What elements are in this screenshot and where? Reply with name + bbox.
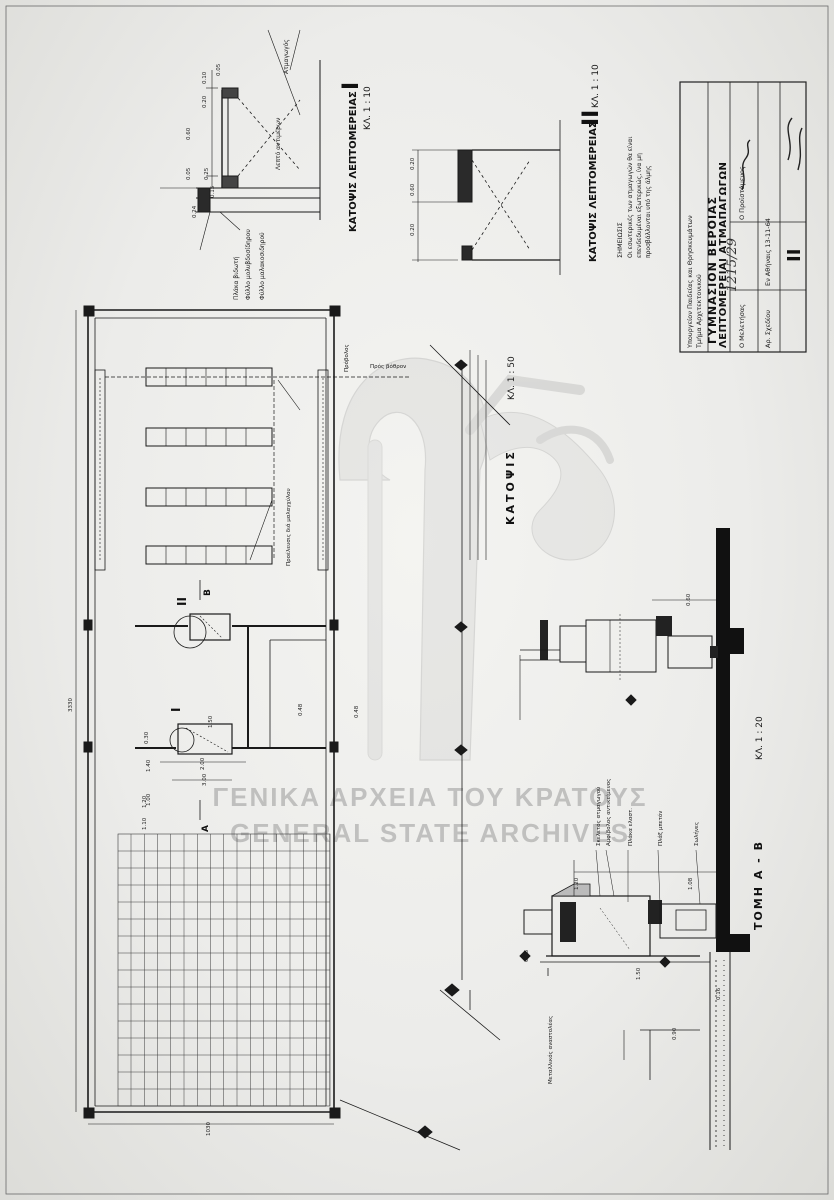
- dim-section: 1.50: [636, 967, 642, 980]
- section-label: Αμφίβολος αντικείμενος: [605, 779, 612, 846]
- dim-I-5: 0.24: [192, 205, 198, 218]
- dim-II-1: 0.60: [410, 183, 416, 196]
- steam-tray-row: [145, 367, 273, 387]
- label-fixed: Φύλλο μολυβδοσίδηρου: [245, 229, 252, 300]
- detail-II: [412, 120, 561, 275]
- label-pipe: Πρός βόθρον: [370, 363, 406, 370]
- dim-I-1: 0.20: [202, 95, 208, 108]
- detail-I-labels: Ατμαγωγός Λεπτό αντιμέρων Πλάκα βιδωτή Φ…: [186, 39, 373, 300]
- note-heading: ΣΗΜΕΙΩΣΙΣ: [616, 222, 624, 258]
- detail-II-labels: 0.20 0.60 0.20 ΚΑΤΟΨΙΣ ΛΕΠΤΟΜΕΡΕΙΑΣ II Κ…: [410, 64, 652, 262]
- title-block: Υπουργείον Παιδείας και Θρησκευμάτων Τμή…: [679, 81, 807, 353]
- dim-plan-v5: 0.30: [144, 731, 150, 744]
- drawing-no-label: Αρ. Σχεδίου: [764, 310, 772, 348]
- chief-label: Ο Προϊστάμενος: [738, 166, 746, 220]
- section-title: ΤΟΜΗ Α - Β: [752, 840, 765, 930]
- steam-tray-row: [145, 545, 273, 565]
- archive-logo-watermark: [338, 357, 615, 761]
- dim-II-0: 0.20: [410, 157, 416, 170]
- detail-II-roman: II: [579, 110, 604, 126]
- dim-I-4: 0.15: [210, 185, 216, 198]
- section-labels: ΤΟΜΗ Α - Β ΚΛ. 1 : 20 Σκελετός ατμαγωγού…: [524, 593, 765, 1084]
- detail-I-roman: I: [339, 82, 364, 90]
- dim-section: 0.90: [672, 1027, 678, 1040]
- dim-I-0: 0.10: [202, 71, 208, 84]
- marker-II: II: [175, 597, 189, 606]
- plan-scale: ΚΛ. 1 : 50: [507, 356, 517, 400]
- detail-I-scale: ΚΛ. 1 : 10: [363, 86, 373, 130]
- authority-line2: Τμήμα Αρχιτεκτονικού: [695, 274, 703, 349]
- label-vent: Προέλευσις διά μαλαγχύλου: [285, 488, 292, 566]
- dim-section: 0.16: [716, 987, 722, 1000]
- section-label: Σωλήνες: [693, 822, 700, 846]
- dim-section: 1.08: [688, 877, 694, 890]
- note-line: προσβάλλονται υπό της άλμης: [645, 166, 652, 258]
- dim-plan-h0: 1030: [206, 1122, 212, 1136]
- designer-label: Ο Μελετήσας: [738, 304, 746, 348]
- dim-plan-h5: 1.00: [146, 793, 152, 806]
- dim-I-7: 0.05: [216, 63, 222, 76]
- detail-I: [160, 29, 321, 251]
- plan-title: ΚΑΤΟΨΙΣ: [504, 449, 517, 525]
- archive-mark: 1215/29: [725, 238, 740, 292]
- section-label: Σκελετός ατμαγωγού: [595, 787, 602, 846]
- dim-plan-v1: 0.48: [298, 703, 304, 716]
- dim-section: 0.60: [686, 593, 692, 606]
- dim-plan-h4: 1.40: [146, 759, 152, 772]
- section-A: A: [201, 825, 211, 832]
- section-scale: ΚΛ. 1 : 20: [755, 716, 765, 760]
- dim-plan-h2: 1.50: [208, 715, 214, 728]
- dim-section: 1.20: [574, 877, 580, 890]
- dim-II-2: 0.20: [410, 223, 416, 236]
- designer-signature-icon: [741, 139, 751, 191]
- section-guides: [339, 344, 511, 1151]
- label-sheet: Φύλλο μαλακοσιδηρού: [259, 232, 266, 300]
- section-label: Πλάκα ελαστ.: [627, 808, 634, 846]
- section-B: B: [203, 589, 213, 596]
- watermark-line1: ΓΕΝΙΚΑ ΑΡΧΕΙΑ ΤΟΥ ΚΡΑΤΟΥΣ: [213, 782, 648, 812]
- plan-view: [75, 305, 410, 1125]
- label-beam: Πρόβολος: [343, 344, 350, 372]
- note-line: επενδεδυμέναι εξωτερικώς, ίνα μη: [636, 153, 643, 258]
- dim-I-6: 0.05: [186, 167, 192, 180]
- dim-plan-v2: 0.48: [354, 705, 360, 718]
- dim-I-2: 0.60: [186, 127, 192, 140]
- plan-labels: ΚΑΤΟΨΙΣ ΚΛ. 1 : 50 Πρόβολος Πρός βόθρον …: [68, 344, 517, 1136]
- dim-plan-v3: 1.10: [142, 817, 148, 830]
- label-board: Πλάκα βιδωτή: [233, 256, 240, 300]
- label-bracket: Ατμαγωγός: [283, 39, 290, 74]
- dim-plan-h1: 3.00: [202, 773, 208, 786]
- dim-plan-h3: 2.00: [200, 757, 206, 770]
- section-label: Πλάξ μπετόν: [657, 811, 664, 846]
- chief-signature-icon: [787, 117, 803, 171]
- detail-II-scale: ΚΛ. 1 : 10: [591, 64, 601, 108]
- sheet-title: ΛΕΠΤΟΜΕΡΕΙΑΙ ΑΤΜΑΠΑΓΩΓΩΝ: [718, 162, 729, 348]
- steam-tray-row: [145, 487, 273, 507]
- dim-section: 0.15: [524, 949, 530, 962]
- watermark-line2: GENERAL STATE ARCHIVES: [230, 818, 630, 848]
- authority-line1: Υπουργείον Παιδείας και Θρησκευμάτων: [686, 215, 694, 349]
- dim-I-3: 0.25: [204, 167, 210, 180]
- marker-I: I: [169, 708, 183, 712]
- section-AB: [519, 528, 750, 1150]
- detail-I-title: ΚΑΤΟΨΙΣ ΛΕΠΤΟΜΕΡΕΙΑΣ: [348, 91, 359, 232]
- label-wall: Λεπτό αντιμέρων: [275, 117, 282, 170]
- dim-plan-v4: 1.20: [142, 795, 148, 808]
- sheet-border: [5, 5, 829, 1195]
- dim-plan-v0: 3330: [68, 698, 74, 712]
- project-name: ΓΥΜΝΑΣΙΟΝ ΒΕΡΟΙΑΣ: [706, 196, 719, 344]
- date-text: Εν Αθήναις 13-11-64: [764, 218, 772, 286]
- section-label: Μεταλλικός αναστολέας: [547, 1016, 554, 1084]
- drawing-no: II: [784, 249, 805, 262]
- detail-II-title: ΚΑΤΟΨΙΣ ΛΕΠΤΟΜΕΡΕΙΑΣ: [588, 121, 599, 262]
- steam-tray-row: [145, 427, 273, 447]
- note-line: Οι εσωτερικές των ατμαγωγών θα είναι: [627, 137, 634, 258]
